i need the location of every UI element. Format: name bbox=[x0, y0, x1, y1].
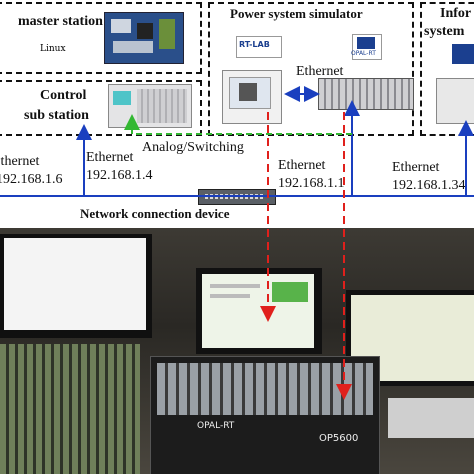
lab-photo: OPAL-RT OP5600 bbox=[0, 228, 474, 474]
right-keyboard bbox=[388, 398, 474, 438]
rack-model: OP5600 bbox=[319, 433, 359, 444]
rtlab-logo: RT-LAB bbox=[236, 36, 282, 58]
link-1-ip: 192.168.1.6 bbox=[0, 172, 63, 187]
info-title-line1: Infor bbox=[440, 6, 472, 21]
simulator-ethernet-label: Ethernet bbox=[296, 64, 344, 79]
info-logo bbox=[452, 44, 474, 64]
info-system-box bbox=[420, 2, 474, 136]
control-substation-box bbox=[0, 80, 202, 136]
left-monitor bbox=[0, 234, 152, 338]
opalrt-logo-text: OPAL-RT bbox=[351, 50, 376, 57]
master-station-title: master station bbox=[18, 14, 103, 29]
link-3-ip: 192.168.1.1 bbox=[278, 176, 345, 191]
analog-switching-label: Analog/Switching bbox=[142, 140, 244, 155]
simulator-pc-image bbox=[222, 70, 282, 124]
rtlab-logo-text: RT-LAB bbox=[239, 40, 270, 49]
control-unit-image bbox=[108, 84, 192, 128]
link-1-name: Ethernet bbox=[0, 154, 40, 169]
link-4-name: Ethernet bbox=[392, 160, 440, 175]
info-title-line2: system bbox=[424, 24, 465, 39]
link-2-ip: 192.168.1.4 bbox=[86, 168, 153, 183]
network-device-label: Network connection device bbox=[80, 206, 230, 221]
control-title-line2: sub station bbox=[24, 108, 89, 123]
info-pc-image bbox=[436, 78, 474, 124]
link-2-name: Ethernet bbox=[86, 150, 134, 165]
master-station-box bbox=[0, 2, 202, 74]
rack-brand: OPAL-RT bbox=[197, 421, 235, 431]
link-3-name: Ethernet bbox=[278, 158, 326, 173]
left-io-rack bbox=[0, 344, 140, 474]
opalrt-logo: OPAL-RT bbox=[351, 34, 382, 60]
analog-switching-line bbox=[124, 114, 352, 135]
link-4-ip: 192.168.1.34 bbox=[392, 178, 466, 193]
linux-logo: Linux bbox=[40, 44, 66, 54]
simulator-rack-image bbox=[318, 78, 414, 110]
opalrt-rack: OPAL-RT OP5600 bbox=[150, 356, 380, 474]
simulator-title: Power system simulator bbox=[230, 6, 363, 21]
control-title-line1: Control bbox=[40, 88, 87, 103]
embedded-board-image bbox=[104, 12, 184, 64]
center-laptop bbox=[196, 268, 322, 354]
